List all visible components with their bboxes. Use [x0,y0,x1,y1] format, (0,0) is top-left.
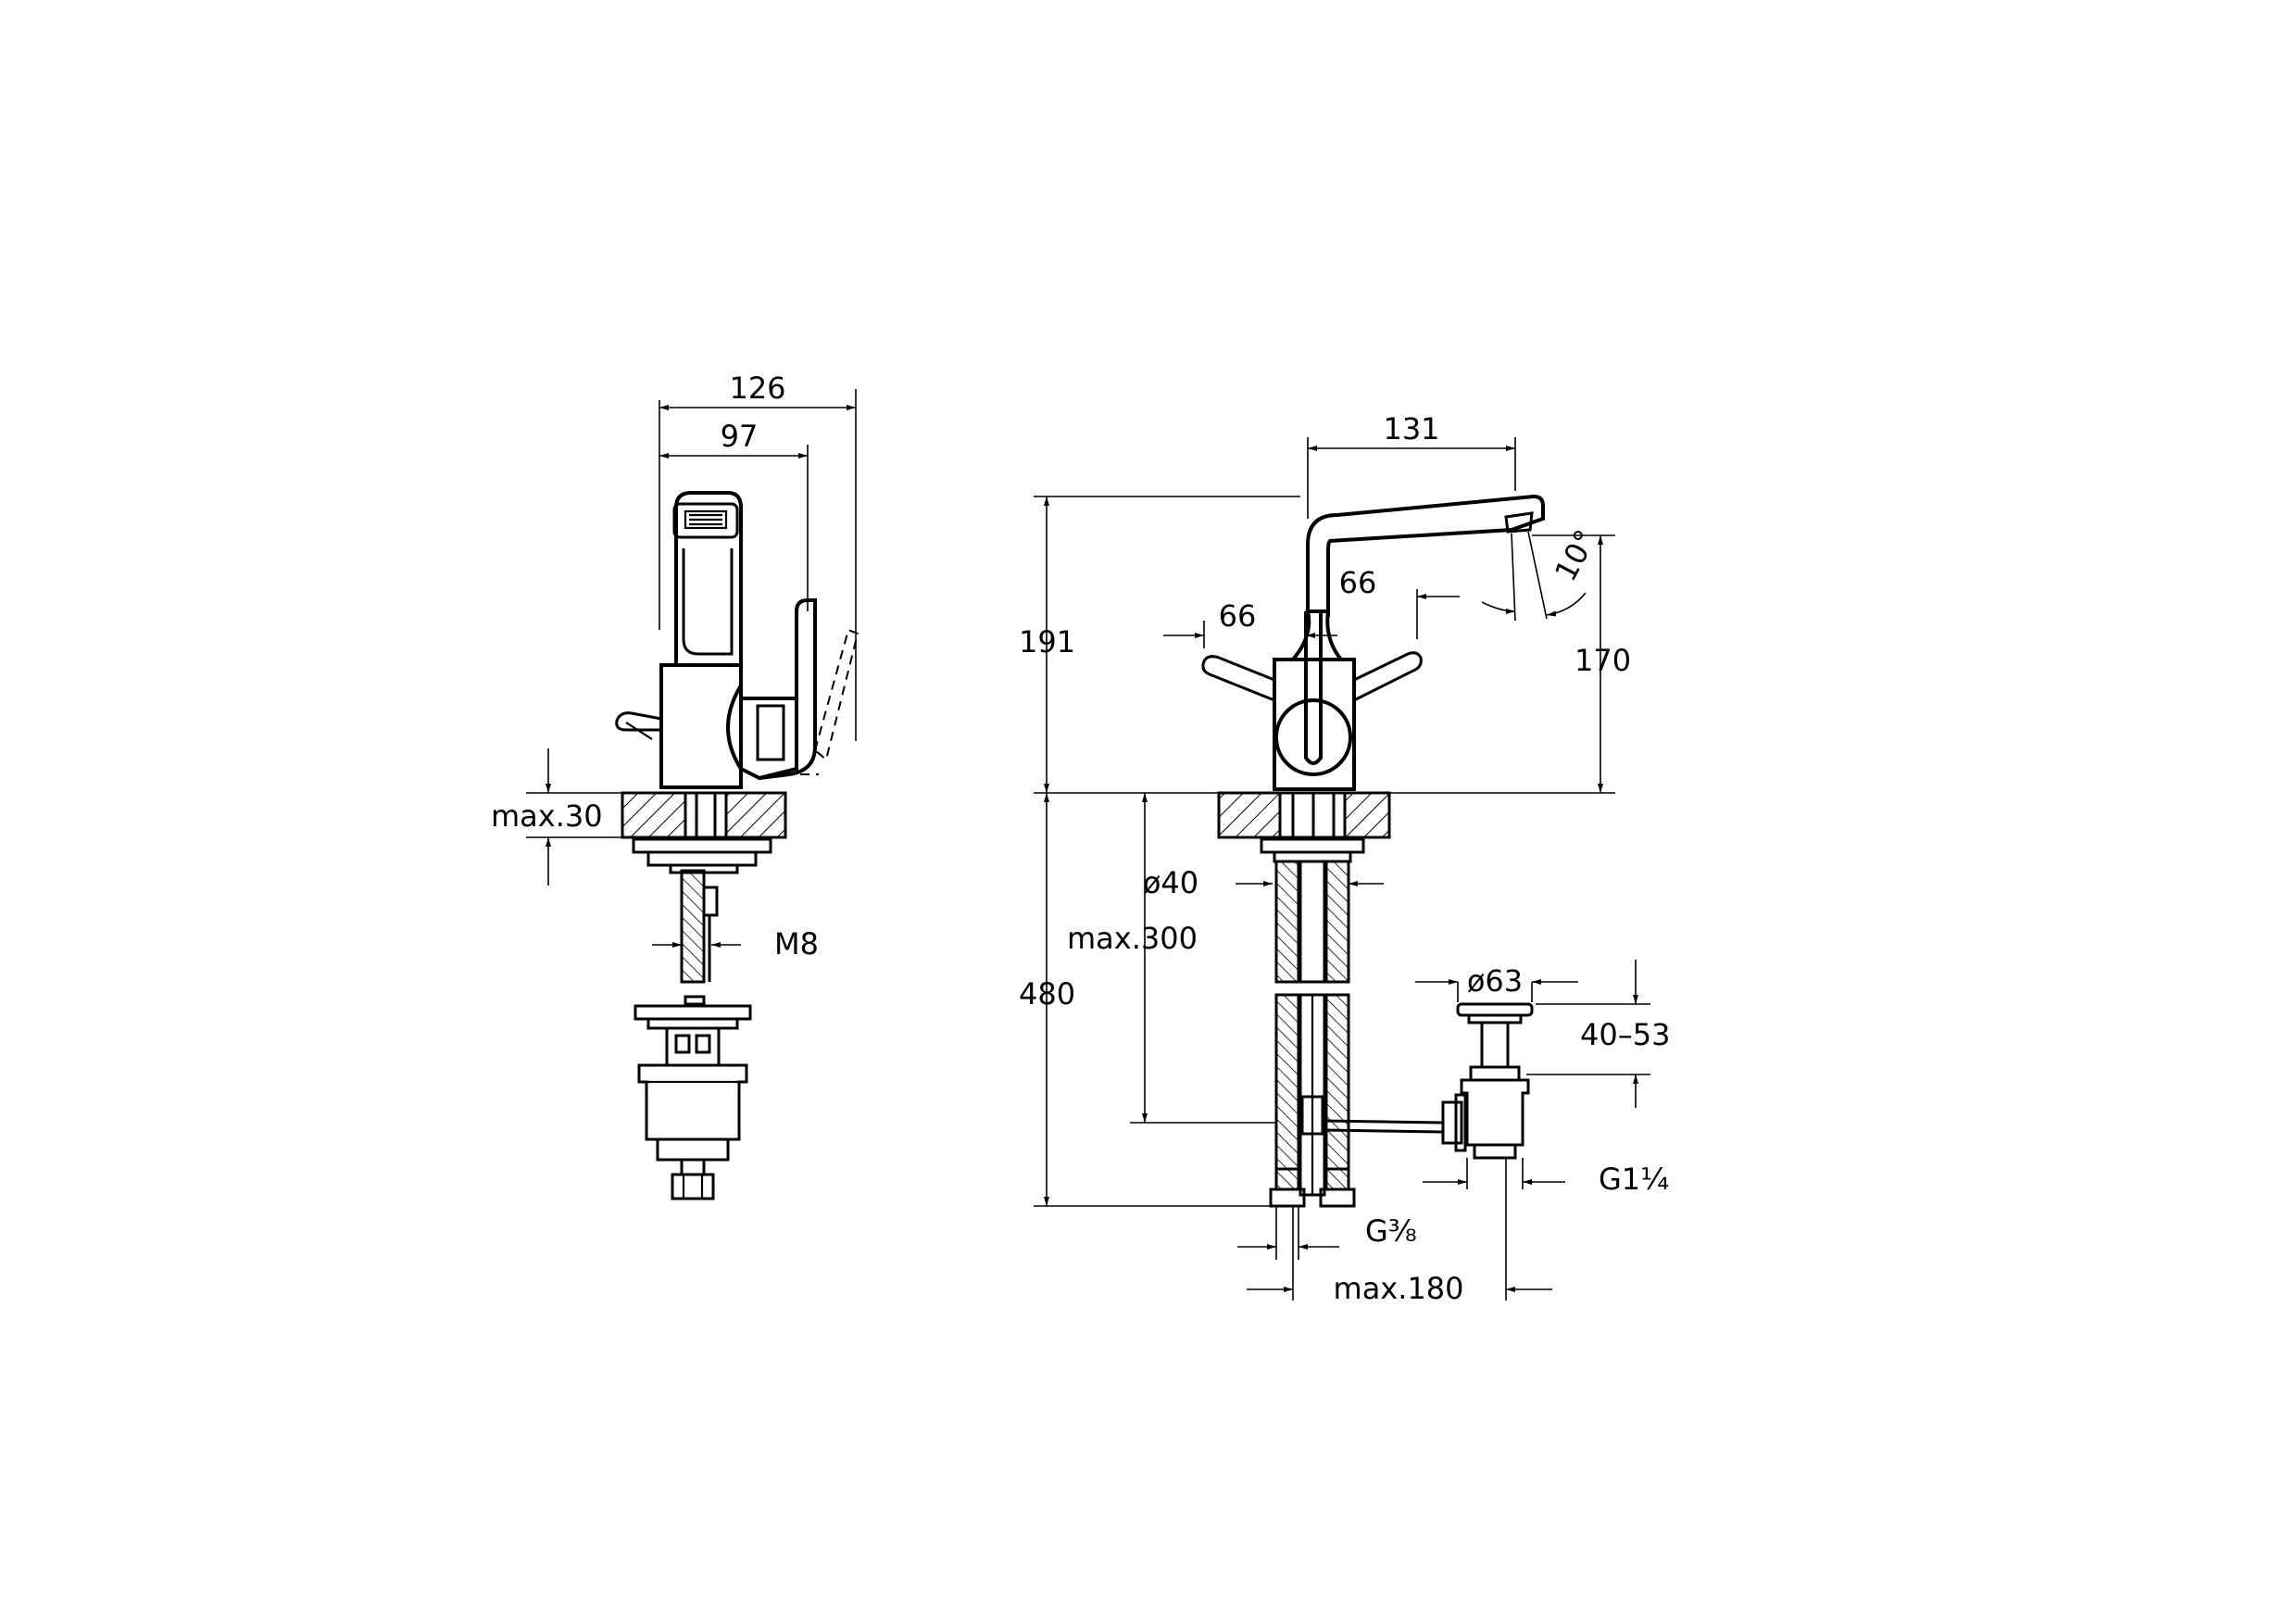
dim-countertop-max-label: max.30 [491,798,603,834]
front-view: 131 66 66 [1019,411,1670,1306]
front-fixing-plate [1260,837,1365,863]
dim-66-right-line [1307,589,1460,639]
dim-170-line [1389,534,1615,794]
front-spout [1306,494,1545,617]
dim-waste-range-label: 40–53 [1580,1017,1670,1052]
front-mixer-body [1273,609,1356,791]
dim-max30-line [526,748,622,886]
dim-waste-thread-label: G1¼ [1599,1162,1669,1197]
dim-total-height-label: 191 [1019,624,1075,660]
dim-inlet-thread-label: G⅜ [1365,1213,1417,1249]
dim-480-line [1034,793,1271,1207]
dim-rod-thread-label: M8 [774,926,819,961]
dim-191-line [1034,496,1300,794]
dim-spout-angle-label: 10° [1548,524,1603,587]
dim-waste-offset-max-label: max.180 [1334,1271,1464,1306]
dim-66-left-line [1163,611,1337,648]
dim-97-line [659,445,809,611]
dim-40-53-line [1526,960,1650,1108]
side-spout-body [672,491,743,667]
dim-angle-line [1481,531,1587,622]
front-hoses [1269,860,1444,1208]
dim-width-inner-label: 97 [721,419,759,454]
dim-max300-line [1130,793,1276,1124]
dim-waste-diameter-label: ø63 [1467,963,1523,999]
side-countertop-hole [684,791,728,839]
dim-max180-line [1247,1158,1552,1301]
dim-hole-diameter-label: ø40 [1143,865,1198,900]
side-view: 126 97 [491,371,859,1200]
dim-131-line [1307,437,1516,519]
dim-hose-total-label: 480 [1019,976,1075,1012]
front-popup-waste [1441,1002,1534,1160]
dim-g38-line [1237,1206,1339,1260]
dim-hose-max-label: max.300 [1067,921,1198,956]
side-mixer-body [615,598,859,789]
side-fixing-plate [632,837,772,874]
dim-lever-right-label: 66 [1339,565,1377,600]
dim-g114-line [1423,1158,1565,1189]
dim-126-line [659,389,857,741]
dim-outlet-height-label: 170 [1575,643,1631,678]
side-popup-waste [634,995,752,1200]
front-handle-positions [1201,651,1423,702]
dim-63-line [1415,979,1578,1002]
side-rod [680,869,719,984]
dim-width-total-label: 126 [729,371,785,406]
dim-lever-left-label: 66 [1219,598,1257,634]
dim-spout-reach-label: 131 [1383,411,1439,446]
